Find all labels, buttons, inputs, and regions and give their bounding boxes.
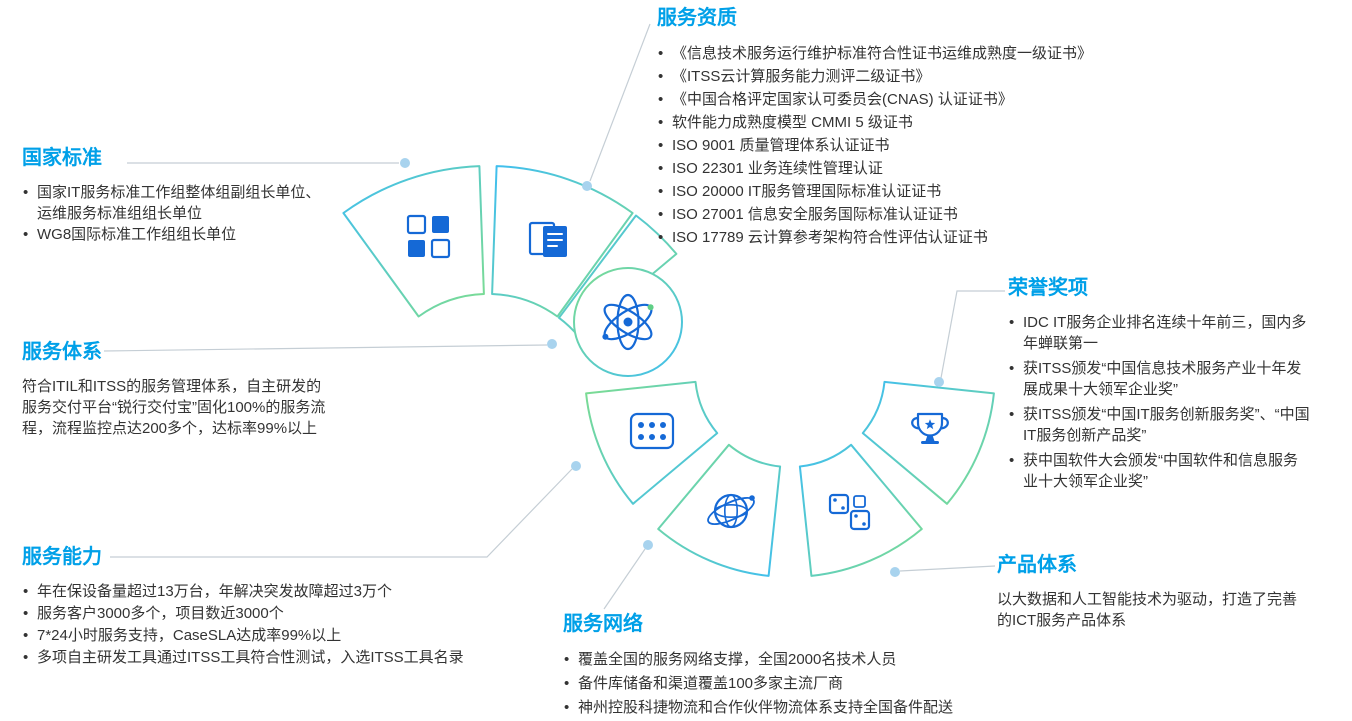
trophy-icon — [911, 412, 949, 444]
bullet-item: WG8国际标准工作组组长单位 — [22, 224, 334, 245]
certificate-icon — [528, 221, 567, 257]
service-system-paragraph: 符合ITIL和ITSS的服务管理体系，自主研发的服务交付平台“锐行交付宝”固化1… — [22, 378, 326, 437]
petal-service-capability — [585, 380, 719, 505]
bullet-item: ISO 20000 IT服务管理国际标准认证证书 — [657, 180, 1257, 203]
connector-dot-service-capability — [571, 461, 581, 471]
bullet-item: 获中国软件大会颁发“中国软件和信息服务业十大领军企业奖” — [1008, 450, 1310, 492]
bullet-item: 神州控股科捷物流和合作伙伴物流体系支持全国备件配送 — [563, 696, 983, 720]
service-capability-list: 年在保设备量超过13万台，年解决突发故障超过3万个服务客户3000多个，项目数近… — [22, 581, 522, 669]
bullet-item: 国家IT服务标准工作组整体组副组长单位、运维服务标准组组长单位 — [22, 182, 334, 224]
section-service-qualifications: 服务资质 《信息技术服务运行维护标准符合性证书运维成熟度一级证书》《ITSS云计… — [657, 6, 1257, 249]
connector-service-system — [103, 344, 548, 352]
connector-service-network — [603, 548, 646, 610]
bullet-item: IDC IT服务企业排名连续十年前三，国内多年蝉联第一 — [1008, 312, 1310, 354]
grid-icon — [406, 214, 451, 259]
connector-service-qualifications — [589, 23, 651, 182]
atom-icon — [602, 293, 654, 351]
bullet-item: ISO 9001 质量管理体系认证证书 — [657, 134, 1257, 157]
connector-dot-service-system — [547, 339, 557, 349]
dice-icon — [828, 493, 871, 531]
globe-icon — [707, 493, 755, 529]
bullet-item: 服务客户3000多个，项目数近3000个 — [22, 603, 522, 625]
bullet-item: 覆盖全国的服务网络支撑，全国2000名技术人员 — [563, 648, 983, 672]
bullet-item: 获ITSS颁发“中国信息技术服务产业十年发展成果十大领军企业奖” — [1008, 358, 1310, 400]
connector-service-capability — [110, 468, 573, 558]
bullet-item: 《ITSS云计算服务能力测评二级证书》 — [657, 65, 1257, 88]
service-capability-title: 服务能力 — [22, 546, 102, 568]
service-system-title: 服务体系 — [22, 341, 102, 363]
connector-dot-honors — [934, 377, 944, 387]
product-system-paragraph: 以大数据和人工智能技术为驱动，打造了完善的ICT服务产品体系 — [997, 591, 1298, 629]
bullet-item: 备件库储备和渠道覆盖100多家主流厂商 — [563, 672, 983, 696]
section-service-system: 服务体系 符合ITIL和ITSS的服务管理体系，自主研发的服务交付平台“锐行交付… — [22, 340, 330, 439]
bullet-item: 《中国合格评定国家认可委员会(CNAS) 认证证书》 — [657, 88, 1257, 111]
service-network-title: 服务网络 — [563, 613, 643, 635]
connector-dot-product-system — [890, 567, 900, 577]
product-system-title: 产品体系 — [997, 554, 1077, 576]
bullet-item: ISO 27001 信息安全服务国际标准认证证书 — [657, 203, 1257, 226]
connector-dot-service-qualifications — [582, 181, 592, 191]
petal-service-network — [657, 443, 782, 577]
connector-honors — [940, 290, 1005, 379]
bullet-item: 软件能力成熟度模型 CMMI 5 级证书 — [657, 111, 1257, 134]
section-service-network: 服务网络 覆盖全国的服务网络支撑，全国2000名技术人员备件库储备和渠道覆盖10… — [563, 612, 983, 720]
connector-product-system — [899, 565, 996, 572]
bullet-item: ISO 17789 云计算参考架构符合性评估认证证书 — [657, 226, 1257, 249]
bullet-item: 获ITSS颁发“中国IT服务创新服务奖”、“中国IT服务创新产品奖” — [1008, 404, 1310, 446]
service-qualifications-list: 《信息技术服务运行维护标准符合性证书运维成熟度一级证书》《ITSS云计算服务能力… — [657, 42, 1257, 249]
service-network-list: 覆盖全国的服务网络支撑，全国2000名技术人员备件库储备和渠道覆盖100多家主流… — [563, 648, 983, 720]
bullet-item: 《信息技术服务运行维护标准符合性证书运维成熟度一级证书》 — [657, 42, 1257, 65]
honors-list: IDC IT服务企业排名连续十年前三，国内多年蝉联第一获ITSS颁发“中国信息技… — [1008, 312, 1310, 492]
bullet-item: ISO 22301 业务连续性管理认证 — [657, 157, 1257, 180]
bullet-item: 年在保设备量超过13万台，年解决突发故障超过3万个 — [22, 581, 522, 603]
section-national-standards: 国家标准 国家IT服务标准工作组整体组副组长单位、运维服务标准组组长单位WG8国… — [22, 146, 334, 245]
honors-title: 荣誉奖项 — [1008, 277, 1088, 299]
connectors — [103, 23, 1005, 610]
section-product-system: 产品体系 以大数据和人工智能技术为驱动，打造了完善的ICT服务产品体系 — [997, 553, 1299, 631]
connector-dot-service-network — [643, 540, 653, 550]
national-standards-list: 国家IT服务标准工作组整体组副组长单位、运维服务标准组组长单位WG8国际标准工作… — [22, 182, 334, 245]
dots-grid-icon — [629, 412, 675, 450]
national-standards-title: 国家标准 — [22, 147, 102, 169]
bullet-item: 多项自主研发工具通过ITSS工具符合性测试，入选ITSS工具名录 — [22, 647, 522, 669]
connector-dot-national-standards — [400, 158, 410, 168]
service-qualifications-title: 服务资质 — [657, 7, 737, 29]
section-service-capability: 服务能力 年在保设备量超过13万台，年解决突发故障超过3万个服务客户3000多个… — [22, 545, 522, 669]
section-honors: 荣誉奖项 IDC IT服务企业排名连续十年前三，国内多年蝉联第一获ITSS颁发“… — [1008, 276, 1310, 496]
bullet-item: 7*24小时服务支持，CaseSLA达成率99%以上 — [22, 625, 522, 647]
